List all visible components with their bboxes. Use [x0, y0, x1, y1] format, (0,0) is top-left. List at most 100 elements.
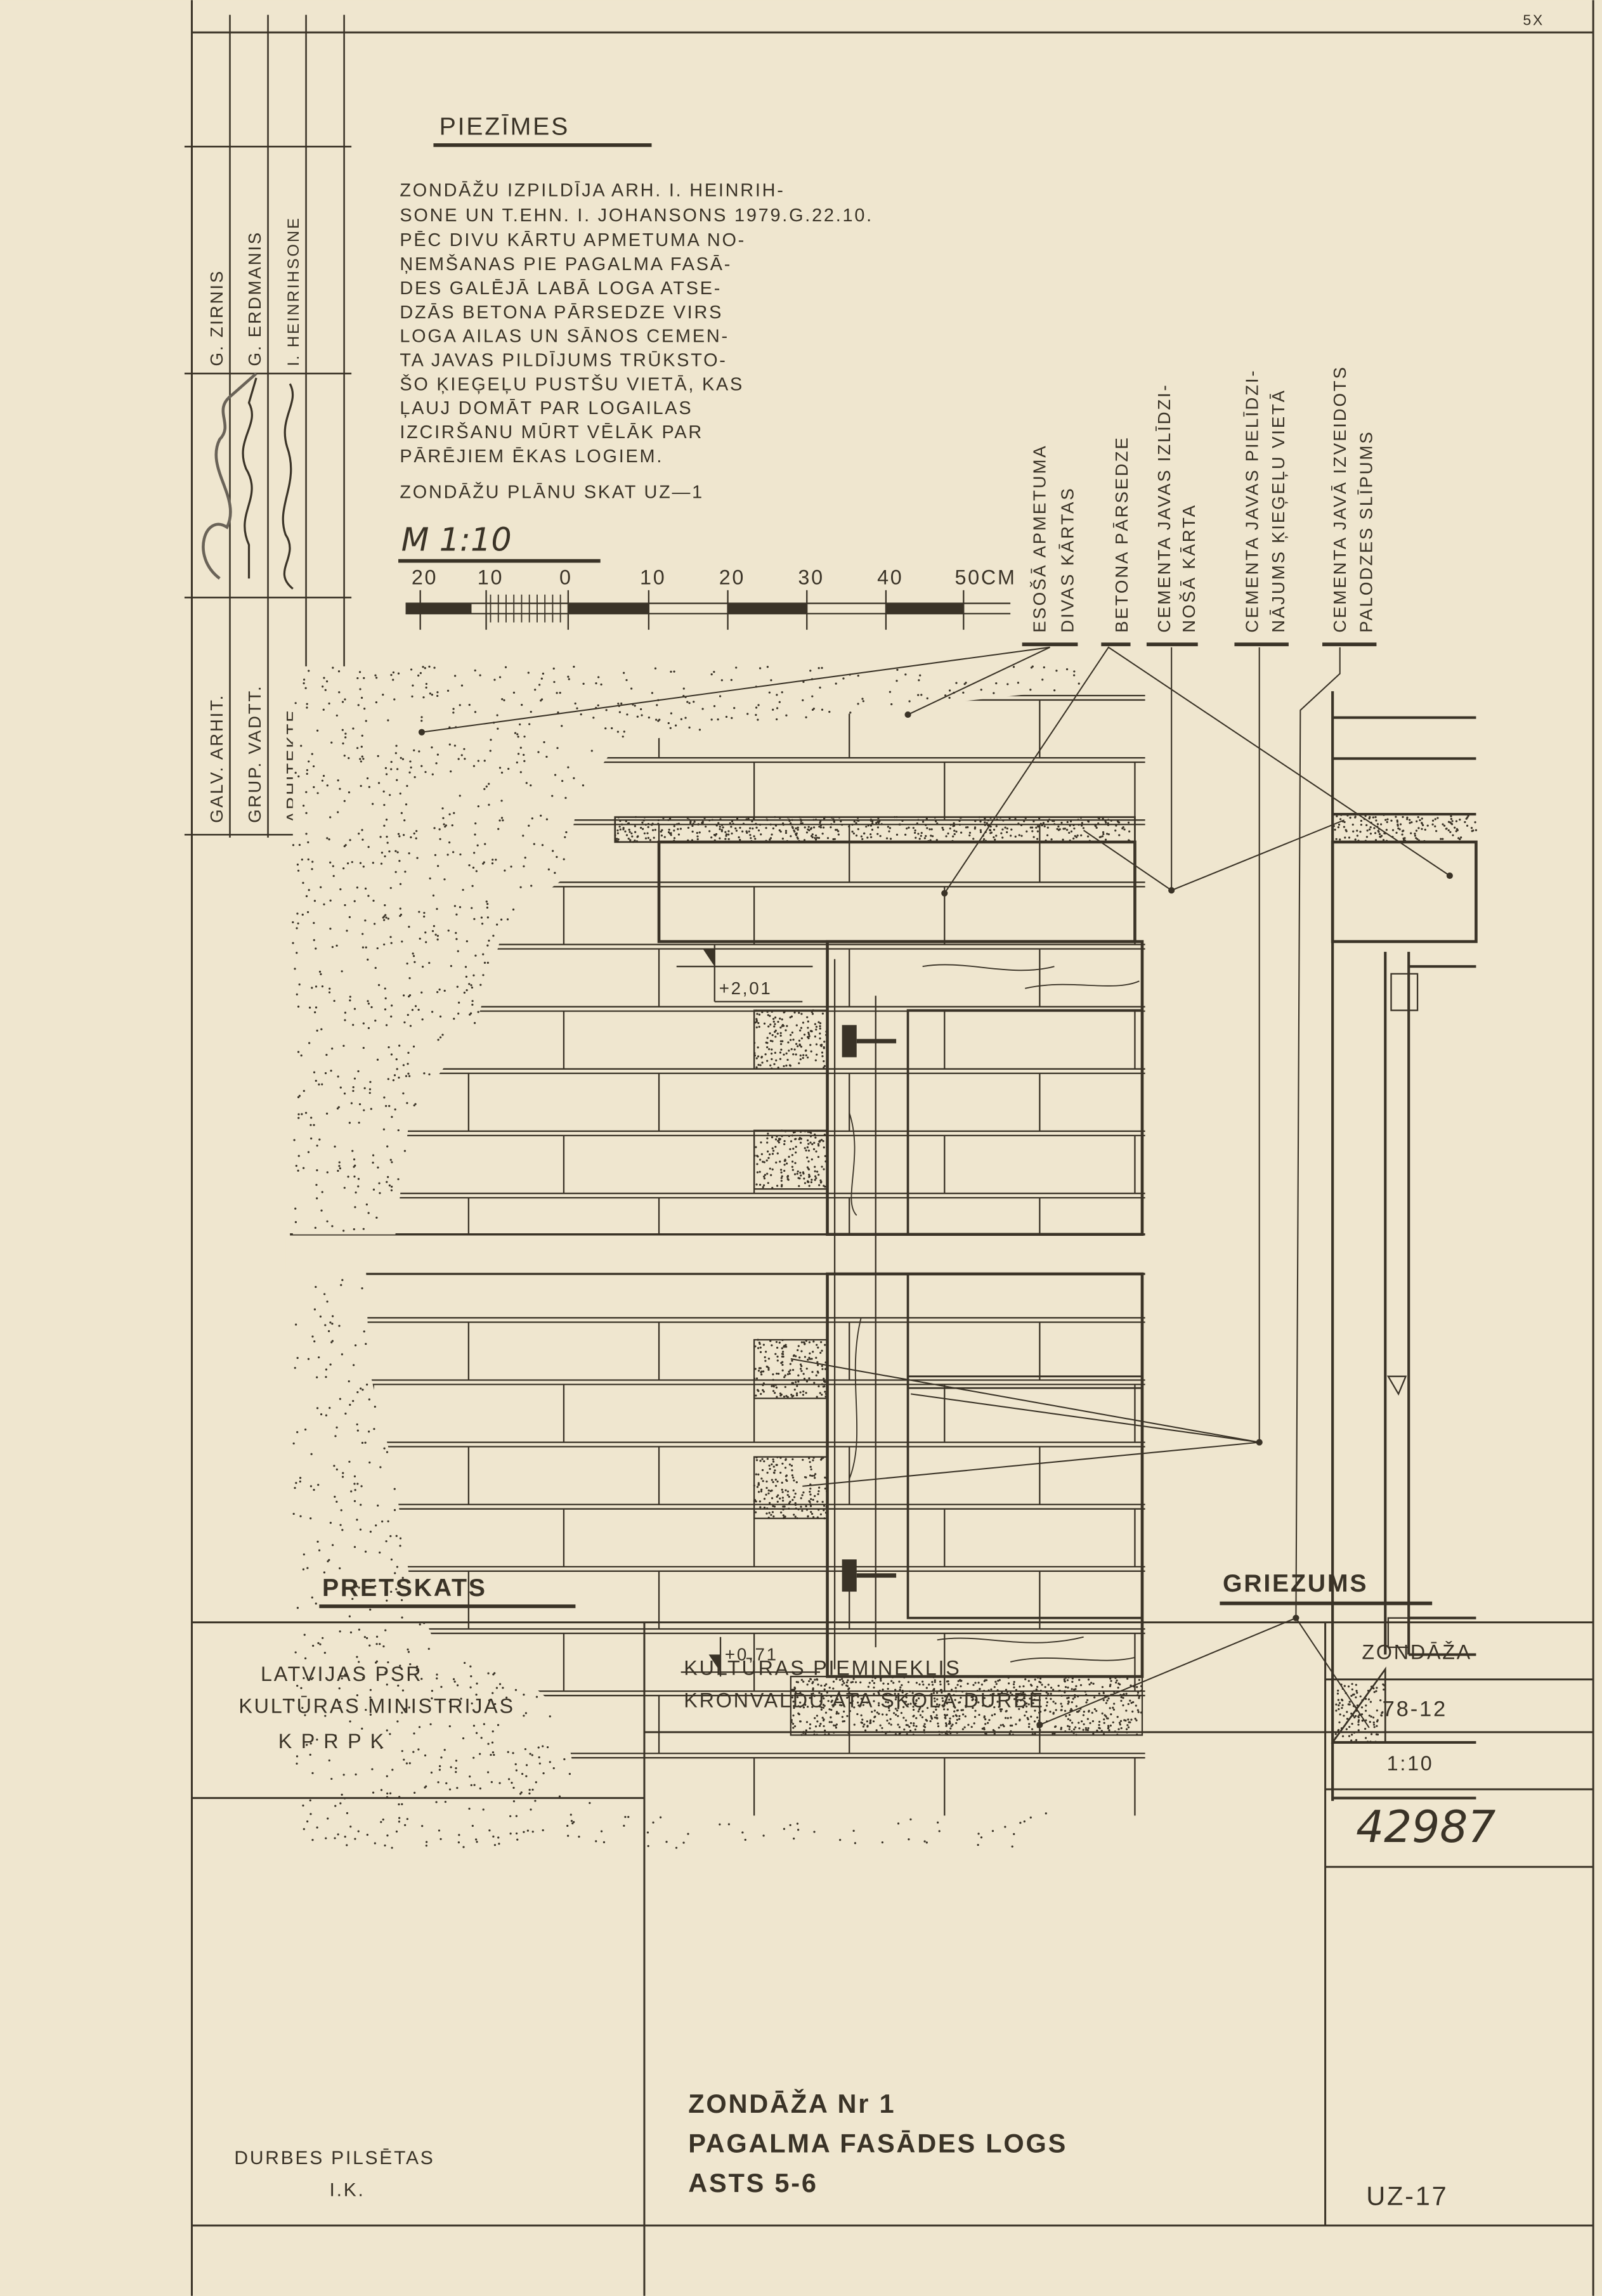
stipple-dot — [1136, 1686, 1138, 1689]
stipple-dot — [782, 824, 785, 826]
stipple-dot — [489, 749, 492, 752]
stipple-dot — [783, 1827, 786, 1831]
stipple-dot — [903, 1676, 906, 1679]
stipple-dot — [792, 1039, 795, 1041]
stipple-dot — [328, 1759, 330, 1761]
stipple-dot — [873, 1686, 875, 1689]
stipple-dot — [1067, 1725, 1069, 1727]
stipple-dot — [468, 983, 471, 985]
stipple-dot — [301, 1113, 303, 1115]
stipple-dot — [808, 1176, 811, 1178]
stipple-dot — [825, 1034, 828, 1036]
stipple-dot — [450, 1766, 452, 1768]
stipple-dot — [619, 828, 622, 831]
stipple-dot — [904, 1719, 908, 1722]
stipple-dot — [464, 1661, 466, 1664]
stipple-dot — [436, 865, 440, 867]
stipple-dot — [890, 1680, 893, 1682]
stipple-dot — [473, 852, 476, 854]
note-line: SONE UN T.EHN. I. JOHANSONS 1979.G.22.10… — [400, 205, 873, 226]
scale-title: M 1:10 — [401, 521, 512, 558]
stipple-dot — [523, 865, 525, 867]
stipple-dot — [878, 1713, 880, 1715]
stipple-dot — [962, 691, 965, 694]
stipple-dot — [766, 666, 769, 668]
stipple-dot — [1078, 682, 1080, 685]
stipple-dot — [899, 1689, 901, 1691]
stipple-dot — [806, 1156, 809, 1159]
name-architect: I. HEINRIHSONE — [285, 216, 303, 366]
stipple-dot — [1337, 1699, 1340, 1701]
stipple-dot — [1024, 817, 1027, 819]
stipple-dot — [363, 1330, 365, 1333]
stipple-dot — [325, 1376, 327, 1378]
stipple-dot — [524, 857, 526, 859]
stipple-dot — [308, 1006, 311, 1009]
stipple-dot — [965, 1692, 968, 1695]
stipple-dot — [1010, 1716, 1012, 1719]
stipple-dot — [859, 1704, 862, 1707]
stipple-dot — [369, 1713, 372, 1716]
stipple-dot — [817, 836, 821, 840]
stipple-dot — [1103, 1718, 1105, 1721]
stipple-dot — [483, 961, 486, 964]
stipple-dot — [1452, 834, 1454, 836]
stipple-dot — [1069, 820, 1072, 822]
stipple-dot — [774, 1484, 778, 1488]
stipple-dot — [781, 1363, 784, 1366]
stipple-dot — [315, 1286, 317, 1288]
stipple-dot — [761, 1469, 764, 1472]
stipple-dot — [853, 820, 856, 823]
stipple-dot — [374, 1405, 376, 1408]
stipple-dot — [399, 883, 402, 885]
stipple-dot — [759, 1183, 762, 1186]
stipple-dot — [417, 1008, 420, 1011]
stipple-dot — [860, 1721, 863, 1724]
stipple-dot — [756, 1171, 759, 1174]
stipple-dot — [380, 1746, 382, 1749]
stipple-dot — [402, 834, 405, 836]
stipple-dot — [382, 790, 385, 793]
stipple-dot — [1376, 1725, 1378, 1727]
stipple-dot — [653, 836, 655, 839]
stipple-dot — [385, 818, 388, 821]
stipple-dot — [431, 930, 434, 932]
stipple-dot — [809, 670, 812, 672]
stipple-dot — [983, 1680, 986, 1682]
stipple-dot — [351, 1150, 354, 1152]
stipple-dot — [983, 1690, 986, 1692]
stipple-dot — [803, 839, 806, 841]
stipple-dot — [297, 1117, 300, 1119]
stipple-dot — [877, 1704, 880, 1707]
stipple-dot — [534, 689, 537, 691]
stipple-dot — [814, 834, 817, 837]
stipple-dot — [334, 1805, 337, 1807]
stipple-dot — [811, 1706, 814, 1708]
render-area — [292, 1274, 1055, 1848]
stipple-dot — [306, 911, 309, 914]
stipple-dot — [463, 748, 466, 750]
stipple-dot — [296, 1607, 299, 1609]
stipple-dot — [436, 691, 439, 694]
stipple-dot — [382, 1128, 386, 1131]
stipple-dot — [620, 702, 623, 705]
stipple-dot — [765, 827, 767, 829]
stipple-dot — [885, 1713, 888, 1716]
stipple-dot — [488, 939, 490, 942]
stipple-dot — [1122, 1697, 1124, 1699]
stipple-dot — [830, 826, 832, 829]
note-line: ŠO ĶIEĢEĻU PUSTŠU VIETĀ, KAS — [400, 373, 744, 394]
stipple-dot — [306, 1820, 309, 1823]
stipple-dot — [1372, 1716, 1375, 1719]
stipple-dot — [551, 795, 554, 797]
stipple-dot — [823, 1688, 826, 1690]
stipple-dot — [906, 827, 908, 830]
stipple-dot — [346, 930, 348, 932]
callout-4-line2: NĀJUMS ĶIEĢEĻU VIETĀ — [1268, 389, 1288, 633]
stipple-dot — [485, 785, 488, 788]
stipple-dot — [755, 1066, 758, 1068]
stipple-dot — [783, 1376, 786, 1378]
stipple-dot — [1120, 1727, 1123, 1730]
stipple-dot — [361, 946, 365, 949]
stipple-dot — [821, 1165, 823, 1168]
